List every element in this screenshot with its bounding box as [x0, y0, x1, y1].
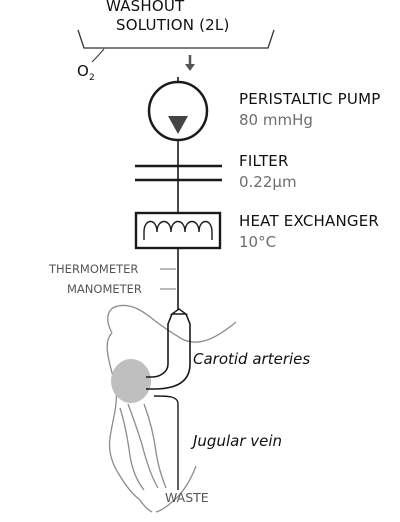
filter-label: FILTER	[239, 152, 289, 170]
oxygen-supply-line	[91, 48, 105, 63]
jugular-vein-label: Jugular vein	[193, 432, 283, 450]
oxygen-symbol: O	[77, 62, 90, 80]
filter-pore-size: 0.22μm	[239, 173, 297, 191]
oxygen-subscript: 2	[89, 73, 95, 83]
flow-arrow-head	[185, 64, 195, 71]
pump-label: PERISTALTIC PUMP	[239, 90, 381, 108]
carotid-cannula	[146, 313, 191, 390]
reservoir-label-line2: SOLUTION (2L)	[116, 16, 230, 34]
oxygen-label: O2	[77, 62, 95, 83]
heat-exchanger-box	[134, 211, 222, 250]
reservoir-basin	[77, 29, 275, 49]
heat-exchanger-label: HEAT EXCHANGER	[239, 212, 380, 230]
tissue-blob	[111, 359, 151, 403]
pump-triangle	[168, 116, 188, 134]
head-outline	[106, 304, 237, 513]
jugular-vein-line	[153, 395, 179, 490]
reservoir-label-line1: WASHOUT	[106, 0, 185, 15]
pump-pressure: 80 mmHg	[239, 111, 313, 129]
heat-exchanger-temperature: 10°C	[239, 233, 277, 251]
thermometer-label: THERMOMETER	[49, 262, 139, 276]
carotid-arteries-label: Carotid arteries	[193, 350, 311, 368]
manometer-label: MANOMETER	[67, 282, 142, 296]
peristaltic-pump-symbol	[147, 80, 209, 142]
waste-label: WASTE	[165, 490, 209, 505]
heat-exchanger-coils	[143, 220, 213, 240]
cannula-tip	[169, 308, 189, 315]
